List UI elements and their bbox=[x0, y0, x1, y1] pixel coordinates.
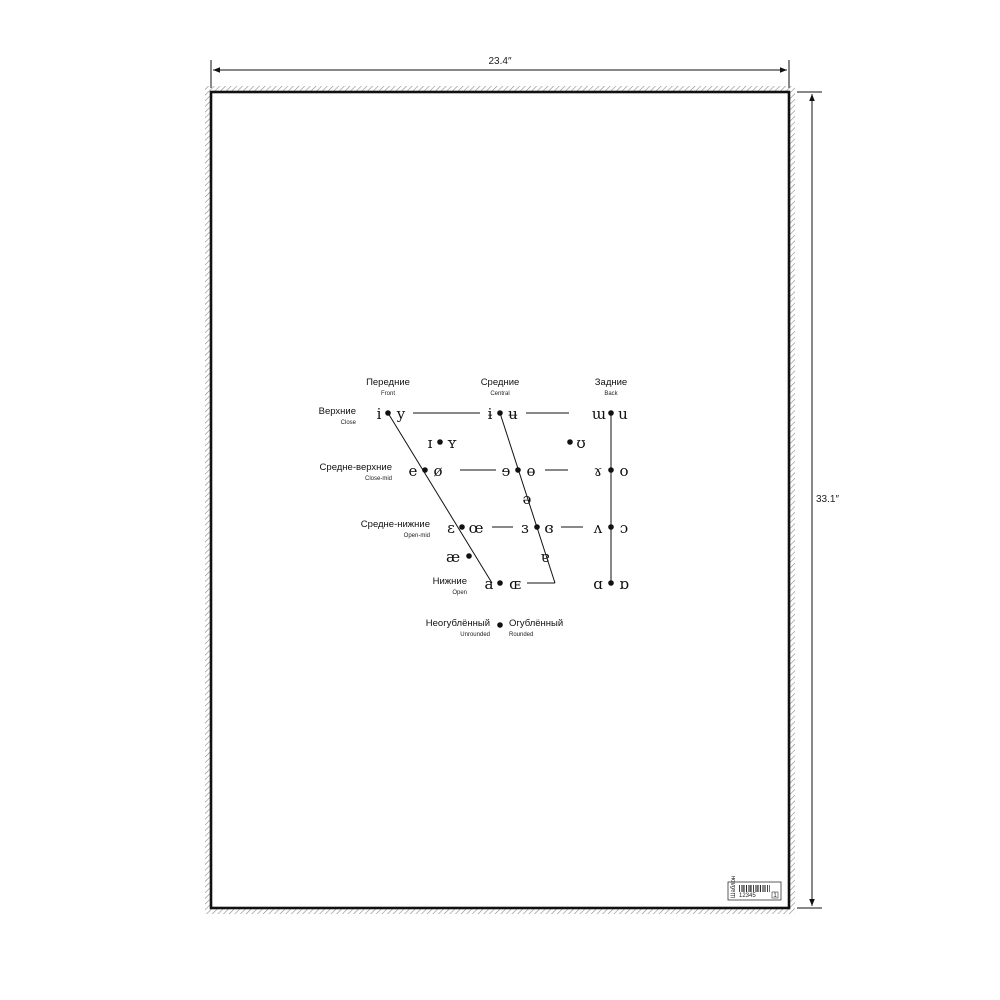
dot-nearclose-back bbox=[567, 439, 573, 445]
vowel-open-back-rounded: ɒ bbox=[619, 575, 629, 593]
dot-closemid-back bbox=[608, 467, 614, 473]
row-closemid-label: Средне-верхние bbox=[320, 462, 392, 473]
vowel-closemid-front-rounded: ø bbox=[433, 462, 442, 480]
dot-close-front bbox=[385, 410, 391, 416]
vowel-closemid-back-rounded: o bbox=[619, 462, 628, 480]
vowel-close-central-unrounded: ɨ bbox=[488, 405, 493, 423]
vowel-dots bbox=[385, 410, 614, 586]
row-openmid-label: Средне-нижние bbox=[361, 519, 430, 530]
width-dimension: 23.4″ bbox=[210, 56, 790, 88]
dot-nearclose-front bbox=[437, 439, 443, 445]
legend-unrounded-sublabel: Unrounded bbox=[460, 632, 490, 638]
legend-rounded-label: Огублённый bbox=[509, 618, 563, 629]
width-label: 23.4″ bbox=[488, 56, 511, 67]
vowel-symbols: i y ɨ ʉ ɯ u ɪ ʏ ʊ e ø ɘ ɵ ɤ o ə ɛ œ ɜ ɞ … bbox=[377, 405, 630, 593]
dot-open-front bbox=[497, 580, 503, 586]
vowel-closemid-back-unrounded: ɤ bbox=[594, 462, 602, 480]
dot-openmid-front bbox=[459, 524, 465, 530]
column-front-label: Передние bbox=[366, 377, 410, 388]
vowel-nearclose-front-rounded: ʏ bbox=[447, 434, 457, 452]
vowel-closemid-central-rounded: ɵ bbox=[526, 462, 535, 480]
column-headers: Передние Front Средние Central Задние Ba… bbox=[366, 377, 627, 397]
vowel-nearclose-front-unrounded: ɪ bbox=[428, 434, 433, 452]
vowel-close-front-unrounded: i bbox=[377, 405, 382, 423]
column-central-sublabel: Central bbox=[490, 391, 509, 397]
front-diagonal bbox=[387, 412, 493, 584]
dot-closemid-central bbox=[515, 467, 521, 473]
dot-openmid-back bbox=[608, 524, 614, 530]
vowel-open-back-unrounded: ɑ bbox=[593, 575, 603, 593]
dot-closemid-front bbox=[422, 467, 428, 473]
legend-rounded-sublabel: Rounded bbox=[509, 632, 533, 638]
vowel-openmid-front-rounded: œ bbox=[469, 519, 484, 537]
row-close-label: Верхние bbox=[319, 406, 356, 417]
vowel-close-front-rounded: y bbox=[396, 405, 406, 423]
tag-side-text: Шаблон bbox=[731, 876, 737, 898]
dot-close-back bbox=[608, 410, 614, 416]
tag-number: 1 bbox=[773, 893, 777, 899]
barcode-icon bbox=[739, 885, 770, 892]
vowel-mid-central: ə bbox=[523, 490, 532, 508]
row-open-label: Нижние bbox=[433, 576, 467, 587]
vowel-openmid-front-unrounded: ɛ bbox=[447, 519, 455, 537]
vowel-nearclose-back-rounded: ʊ bbox=[576, 434, 585, 452]
vowel-openmid-back-unrounded: ʌ bbox=[593, 519, 603, 537]
dot-nearopen-front bbox=[466, 553, 472, 559]
vowel-open-front-rounded: ɶ bbox=[509, 575, 521, 593]
central-diagonal bbox=[499, 412, 556, 584]
vowel-openmid-back-rounded: ɔ bbox=[620, 519, 628, 537]
column-central-label: Средние bbox=[481, 377, 520, 388]
dot-openmid-central bbox=[534, 524, 540, 530]
dot-close-central bbox=[497, 410, 503, 416]
row-open-sublabel: Open bbox=[452, 590, 467, 596]
vowel-trapezoid-lines bbox=[387, 412, 612, 584]
vowel-open-front-unrounded: a bbox=[485, 575, 494, 593]
tag-number-box bbox=[771, 891, 779, 899]
vowel-close-back-rounded: u bbox=[618, 405, 628, 423]
row-closemid-sublabel: Close-mid bbox=[365, 476, 392, 482]
vowel-closemid-central-unrounded: ɘ bbox=[502, 462, 511, 480]
poster-frame bbox=[209, 90, 791, 910]
vowel-openmid-central-rounded: ɞ bbox=[544, 519, 553, 537]
legend-unrounded-label: Неогублённый bbox=[426, 618, 490, 629]
column-back-sublabel: Back bbox=[604, 391, 618, 397]
dot-open-back bbox=[608, 580, 614, 586]
vowel-closemid-front-unrounded: e bbox=[409, 462, 418, 480]
rounding-legend: Неогублённый Unrounded Огублённый Rounde… bbox=[426, 618, 563, 638]
row-close-sublabel: Close bbox=[341, 420, 357, 426]
vowel-nearopen-central: ɐ bbox=[541, 548, 550, 566]
column-back-label: Задние bbox=[595, 377, 627, 388]
height-dimension: 33.1″ bbox=[797, 91, 844, 909]
tag-code: 12345 bbox=[739, 893, 756, 899]
vowel-nearopen-front: æ bbox=[446, 548, 460, 566]
product-tag: Шаблон 12345 1 bbox=[727, 876, 782, 901]
legend-dot bbox=[497, 622, 503, 628]
row-labels: Верхние Close Средне-верхние Close-mid С… bbox=[319, 406, 467, 596]
vowel-close-back-unrounded: ɯ bbox=[592, 405, 606, 423]
column-front-sublabel: Front bbox=[381, 391, 395, 397]
vowel-close-central-rounded: ʉ bbox=[508, 405, 518, 423]
vowel-openmid-central-unrounded: ɜ bbox=[521, 519, 529, 537]
height-label: 33.1″ bbox=[816, 494, 839, 505]
row-openmid-sublabel: Open-mid bbox=[404, 533, 430, 539]
